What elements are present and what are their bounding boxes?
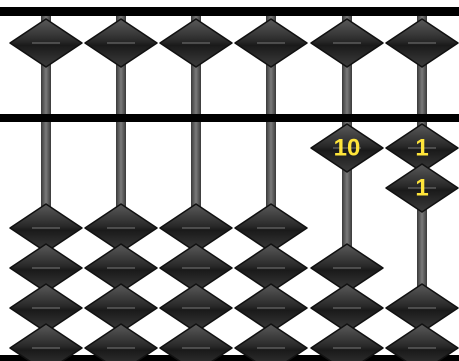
heaven-bead-col-5[interactable] <box>311 19 383 67</box>
bead-label: 1 <box>415 134 428 161</box>
heaven-bead-col-6[interactable] <box>386 19 458 67</box>
heaven-bead-col-3[interactable] <box>160 19 232 67</box>
reckoning-bar <box>0 114 459 122</box>
bead-label: 10 <box>334 134 361 161</box>
earth-bead-col-5-4[interactable] <box>311 324 383 361</box>
bead-label: 1 <box>415 174 428 201</box>
earth-bead-col-5-1[interactable]: 10 <box>311 124 383 172</box>
beads: 10 1 1 <box>10 19 458 361</box>
heaven-bead-col-1[interactable] <box>10 19 82 67</box>
earth-bead-col-6-2[interactable]: 1 <box>386 164 458 212</box>
earth-bead-col-3-4[interactable] <box>160 324 232 361</box>
earth-bead-col-2-4[interactable] <box>85 324 157 361</box>
earth-bead-col-1-4[interactable] <box>10 324 82 361</box>
earth-bead-col-6-4[interactable] <box>386 324 458 361</box>
heaven-bead-col-2[interactable] <box>85 19 157 67</box>
heaven-bead-col-4[interactable] <box>235 19 307 67</box>
top-frame-bar <box>0 7 459 16</box>
earth-bead-col-4-4[interactable] <box>235 324 307 361</box>
